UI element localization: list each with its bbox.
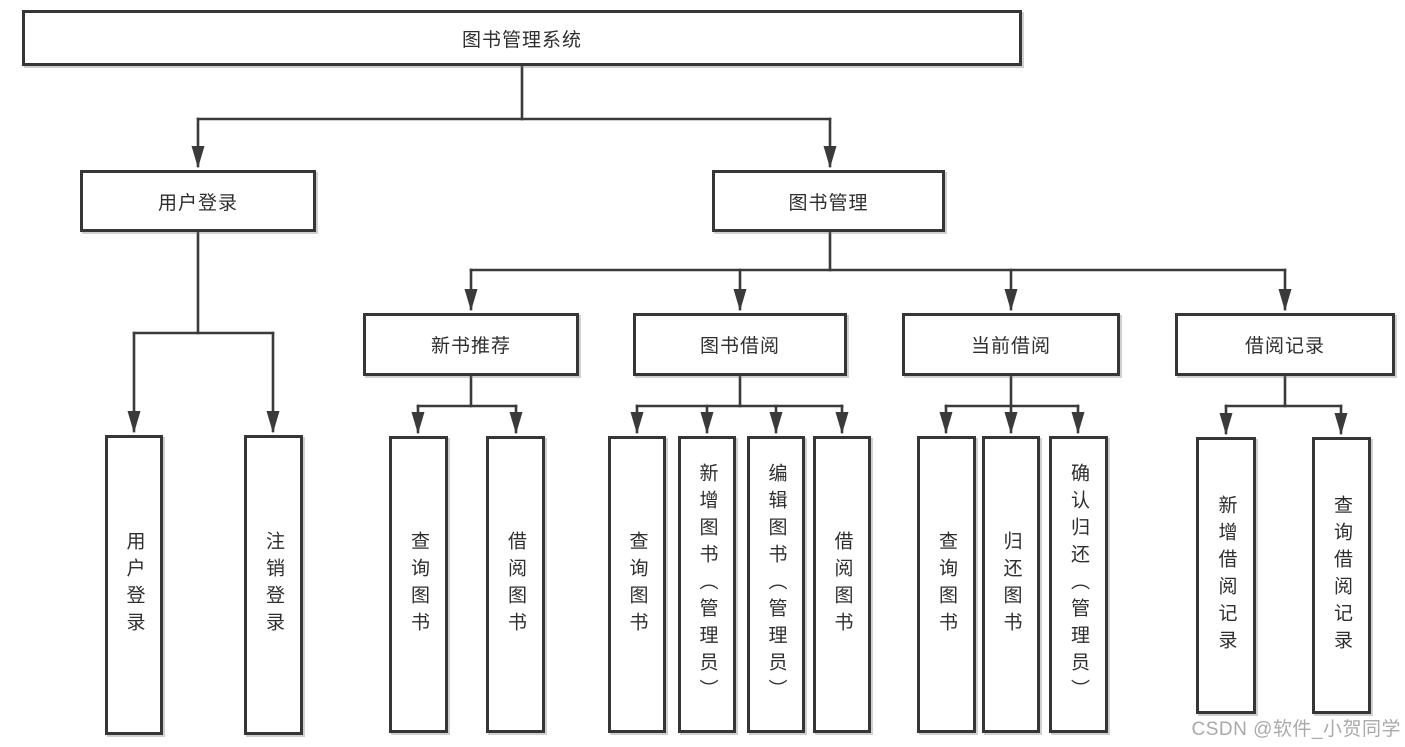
node-leaf-logout: 注销登录 [244,435,303,735]
csdn-watermark: CSDN @软件_小贺同学 [1191,719,1401,740]
node-borrow-records: 借阅记录 [1175,313,1395,376]
node-label: 图书管理 [788,192,869,214]
node-label: 新增图书（管理员） [696,463,718,706]
node-leaf-cb-query-books: 查询图书 [917,436,976,733]
node-label: 新增借阅记录 [1215,494,1237,657]
node-leaf-bb-query-books: 查询图书 [608,436,666,733]
node-label: 确认归还（管理员） [1068,463,1089,706]
node-leaf-bb-add-books-admin: 新增图书（管理员） [678,436,736,733]
node-leaf-nb-query-books: 查询图书 [389,436,448,733]
node-label: 查询图书 [626,530,648,639]
node-label: 查询图书 [408,530,429,639]
node-leaf-bb-borrow-books: 借阅图书 [813,436,871,733]
node-leaf-br-query-record: 查询借阅记录 [1312,437,1371,714]
node-leaf-nb-borrow-books: 借阅图书 [486,436,545,733]
node-book-borrow: 图书借阅 [633,313,847,376]
node-new-book-recommend: 新书推荐 [363,313,579,376]
node-label: 当前借阅 [970,336,1051,357]
node-label: 图书管理系统 [461,29,582,51]
node-label: 借阅图书 [505,530,526,639]
node-library-system: 图书管理系统 [22,10,1022,66]
node-leaf-cb-confirm-return-admin: 确认归还（管理员） [1049,436,1108,733]
node-leaf-bb-edit-books-admin: 编辑图书（管理员） [747,436,805,733]
node-current-borrow: 当前借阅 [902,313,1120,376]
node-leaf-cb-return-books: 归还图书 [982,436,1040,733]
node-book-management: 图书管理 [712,170,945,232]
node-label: 借阅记录 [1244,336,1325,357]
node-leaf-user-login: 用户登录 [105,435,163,735]
node-label: 新书推荐 [430,336,511,357]
node-label: 查询图书 [936,530,957,639]
node-user-login: 用户登录 [80,170,316,232]
node-label: 查询借阅记录 [1331,494,1352,657]
node-label: 编辑图书（管理员） [765,463,787,706]
node-label: 归还图书 [1000,530,1022,639]
node-label: 借阅图书 [831,530,853,639]
node-label: 用户登录 [123,531,145,639]
node-label: 注销登录 [263,531,284,639]
node-leaf-br-add-record: 新增借阅记录 [1196,437,1256,714]
node-label: 图书借阅 [699,336,780,357]
node-label: 用户登录 [157,192,238,214]
